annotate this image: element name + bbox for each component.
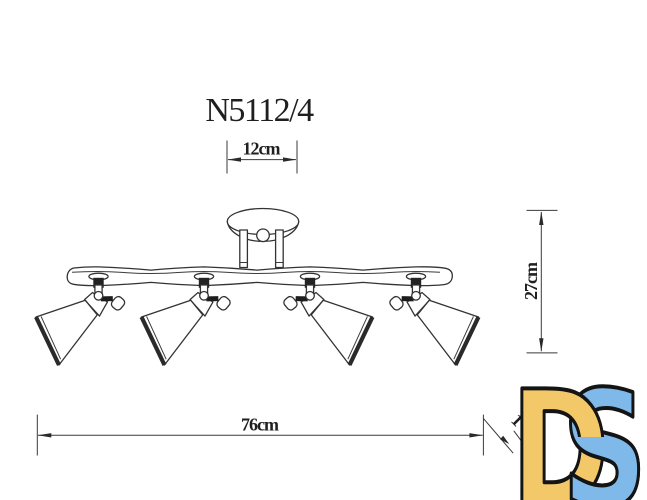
dimension-fixture-width: 76cm <box>36 414 484 456</box>
lamp-unit-4 <box>388 264 492 372</box>
ds-logo: S D S <box>509 355 647 500</box>
mount-connector <box>304 277 316 288</box>
lamp-unit-1 <box>22 264 126 372</box>
bar-inner-edge <box>71 270 441 274</box>
lamp-unit-3 <box>282 264 386 372</box>
dimension-label: 76cm <box>241 415 279 435</box>
pivot-ball <box>411 290 421 301</box>
pivot-ball <box>93 290 104 301</box>
logo-letter-d: D <box>511 357 609 500</box>
logo-letter-s: S <box>562 357 647 500</box>
extension-lines <box>526 209 558 354</box>
pivot-ball <box>199 290 209 301</box>
canopy-rod-left <box>239 229 249 269</box>
pivot-ball <box>305 290 315 301</box>
mount-connector <box>198 277 210 288</box>
extension-lines <box>226 140 298 174</box>
mount-connector <box>93 277 104 288</box>
lamp-unit-2 <box>127 264 231 372</box>
extension-lines <box>36 414 484 456</box>
arrow-diagonal <box>500 435 510 445</box>
arrow-left <box>227 157 241 162</box>
mounting-bar <box>66 266 453 287</box>
dimension-label: 27cm <box>521 262 541 300</box>
arrow-top <box>539 211 544 225</box>
bar-outline <box>66 266 453 287</box>
dimension-label: 12cm <box>243 139 281 159</box>
dimension-fixture-height: 27cm <box>521 209 558 354</box>
dimension-canopy-width: 12cm <box>226 139 298 174</box>
svg-text:S: S <box>562 357 647 500</box>
canopy-hole <box>256 228 270 243</box>
model-number: N5112/4 <box>205 92 314 129</box>
arrow-right <box>283 157 297 162</box>
logo-letter-s-overlap: S <box>560 357 647 500</box>
mount-connector <box>410 277 422 288</box>
arrow-left <box>37 433 52 438</box>
canopy-rod-right <box>274 229 284 269</box>
ceiling-canopy <box>226 207 300 269</box>
diagonal-tick <box>483 418 514 454</box>
diagonal-line <box>513 430 526 446</box>
arrow-bottom <box>539 338 544 352</box>
arrow-right <box>469 433 483 438</box>
